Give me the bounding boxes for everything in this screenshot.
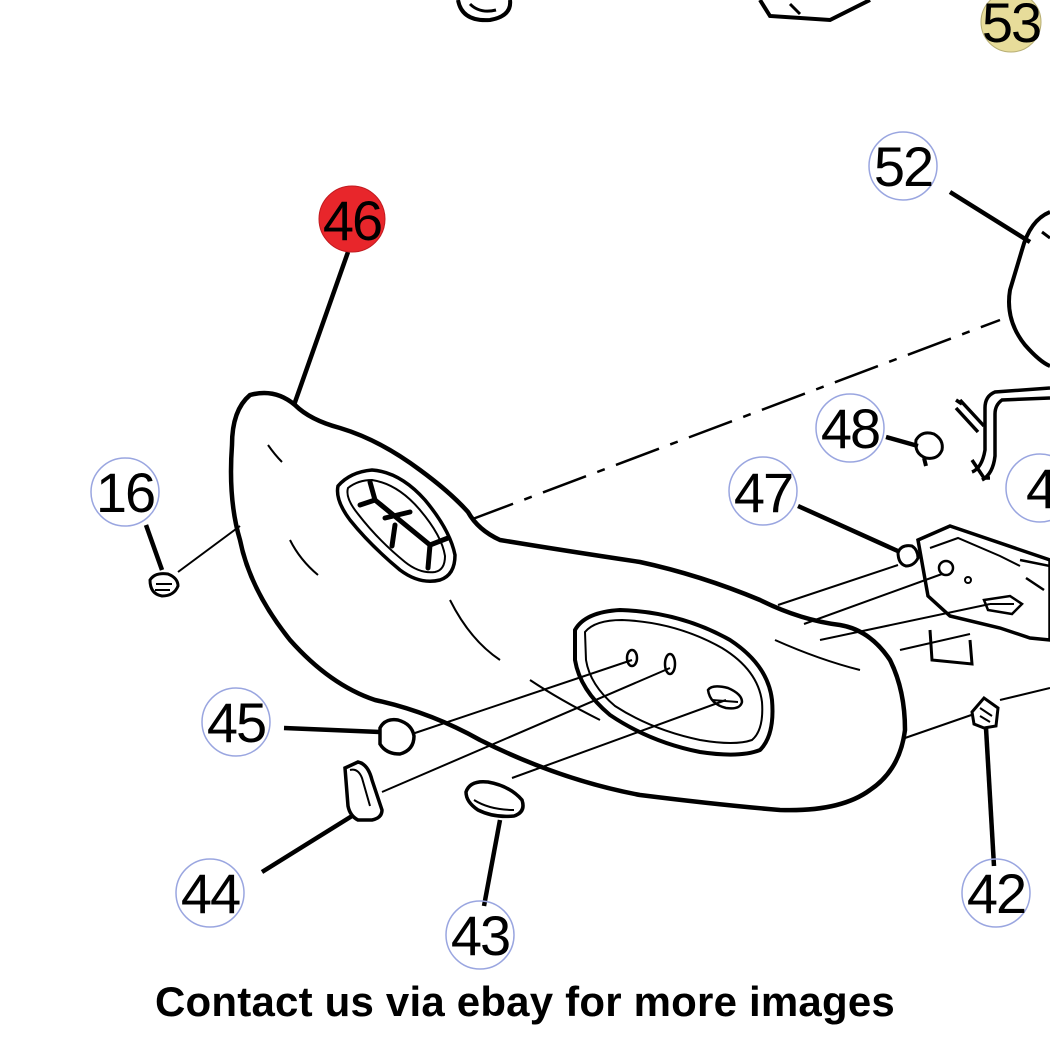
callout-4x-ring (1005, 453, 1050, 523)
screw-16-guide-line (177, 525, 241, 573)
callout-47[interactable]: 47 (734, 461, 794, 524)
callout-45[interactable]: 45 (207, 691, 267, 754)
callout-46-highlight (318, 185, 386, 253)
leader-45 (283, 725, 381, 735)
leader-47 (797, 503, 901, 555)
callout-53-highlight (980, 0, 1042, 53)
alignment-dash-line (469, 318, 1001, 522)
callout-leader-lines (143, 190, 1032, 907)
leader-48 (885, 434, 919, 449)
callout-45-ring (201, 687, 271, 757)
callout-42[interactable]: 42 (967, 862, 1027, 925)
seat-back-trim-part (1007, 210, 1050, 368)
seat-side-shield-part (228, 390, 908, 813)
callout-46[interactable]: 46 (323, 189, 383, 252)
callout-44[interactable]: 44 (181, 862, 242, 925)
leader-42 (983, 727, 997, 867)
callout-52-ring (868, 131, 938, 201)
contact-caption: Contact us via ebay for more images (155, 978, 895, 1025)
switch-module-guide-lines (777, 564, 1050, 739)
callout-labels: 53 52 46 48 47 4 16 45 44 43 42 (96, 0, 1050, 967)
leader-44 (260, 814, 354, 874)
switch-knob-45 (378, 717, 416, 756)
top-clipped-parts (456, 0, 871, 23)
callout-52[interactable]: 52 (874, 135, 934, 198)
screw-16 (148, 572, 180, 598)
callout-48[interactable]: 48 (821, 397, 881, 460)
callout-42-ring (961, 858, 1031, 928)
leader-46 (291, 251, 351, 406)
switch-alignment-lines (381, 659, 727, 793)
callout-16-ring (90, 457, 160, 527)
callout-47-ring (728, 456, 798, 526)
wire-bracket-part (954, 386, 1050, 482)
switch-knob-43 (464, 779, 525, 819)
leader-43 (481, 819, 503, 907)
callout-44-ring (175, 858, 245, 928)
leader-52 (948, 190, 1032, 244)
callout-43-ring (445, 900, 515, 970)
switch-knob-44 (343, 760, 384, 822)
callout-48-ring (815, 393, 885, 463)
clip-42 (970, 695, 1000, 730)
callout-43[interactable]: 43 (451, 904, 511, 967)
leader-16 (143, 524, 165, 571)
callout-16[interactable]: 16 (96, 461, 156, 524)
seat-switch-module-part (896, 524, 1050, 666)
screw-48 (914, 431, 944, 467)
callout-highlights (90, 0, 1050, 970)
callout-4x[interactable]: 4 (1026, 457, 1050, 520)
callout-53[interactable]: 53 (982, 0, 1042, 54)
